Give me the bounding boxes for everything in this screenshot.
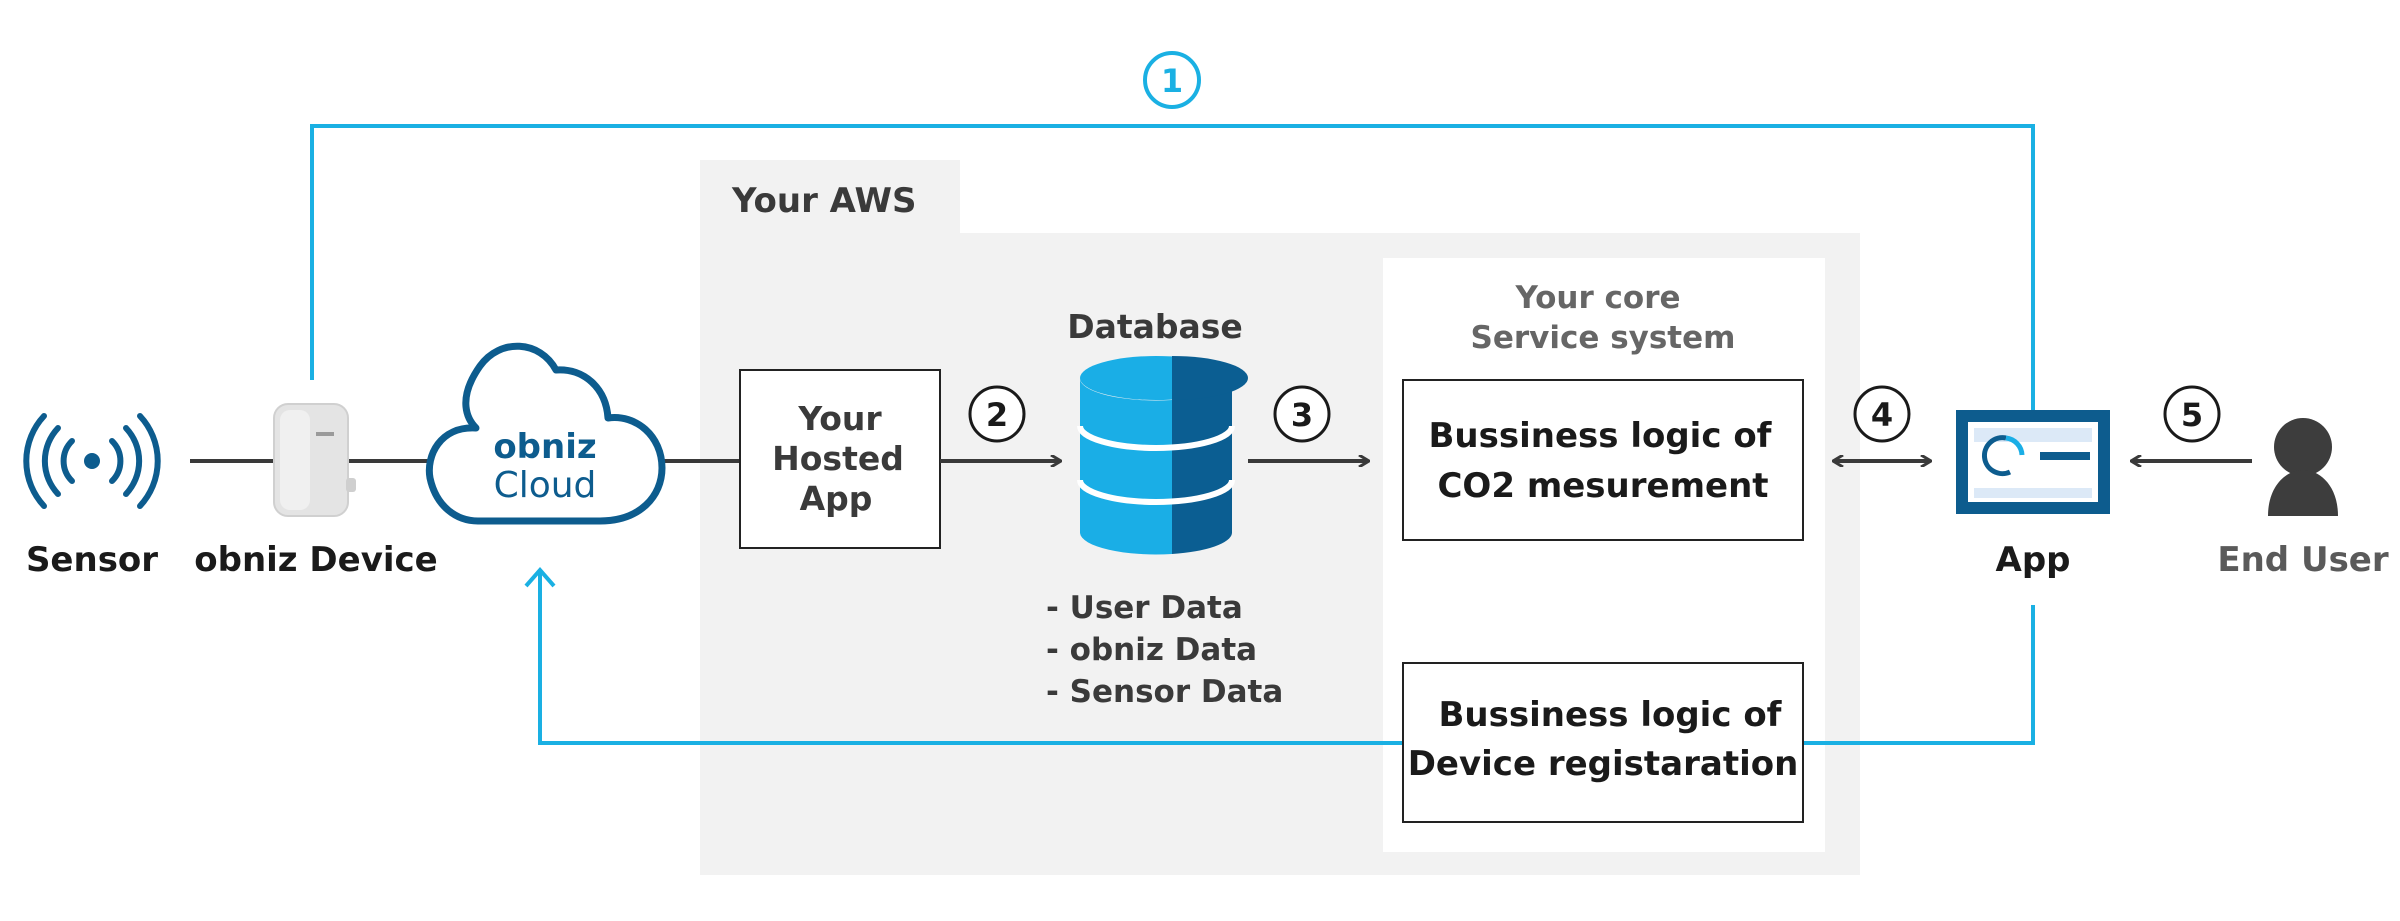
step-badge-2 bbox=[968, 385, 1026, 443]
device-logic-line1: Bussiness logic of bbox=[1439, 695, 1783, 735]
obniz-device-node: obniz Device bbox=[194, 403, 438, 580]
database-item-2: - obniz Data bbox=[1046, 632, 1257, 668]
hosted-app-line3: App bbox=[800, 479, 873, 518]
aws-label: Your AWS bbox=[731, 181, 916, 221]
sensor-node: Sensor bbox=[23, 413, 161, 580]
step-3-number: 3 bbox=[1291, 396, 1313, 434]
step-4-number: 4 bbox=[1871, 396, 1893, 434]
core-service-title-line1: Your core bbox=[1514, 280, 1680, 316]
cloud-label-obniz: obniz bbox=[493, 427, 596, 467]
flow-line-registration bbox=[524, 566, 2035, 745]
step-4-connector: 4 bbox=[1834, 385, 1930, 461]
database-item-3: - Sensor Data bbox=[1046, 674, 1283, 710]
step-5-connector: 5 bbox=[2132, 385, 2252, 461]
co2-logic-node: Bussiness logic of CO2 mesurement bbox=[1402, 379, 1804, 541]
hosted-app-node: Your Hosted App bbox=[739, 369, 941, 549]
database-item-1: - User Data bbox=[1046, 590, 1243, 626]
step-1-number: 1 bbox=[1161, 62, 1183, 100]
app-node: App bbox=[1956, 410, 2110, 580]
wireless-signal-icon bbox=[23, 413, 161, 509]
hosted-app-line2: Hosted bbox=[772, 439, 904, 478]
cloud-label-cloud: Cloud bbox=[494, 465, 597, 506]
step-2-number: 2 bbox=[986, 396, 1008, 434]
step-3-connector: 3 bbox=[1248, 385, 1368, 461]
hosted-app-line1: Your bbox=[797, 399, 882, 438]
step-badge-1 bbox=[1143, 51, 1201, 109]
step-badge-3 bbox=[1273, 385, 1331, 443]
app-dashboard-icon bbox=[1956, 410, 2110, 514]
obniz-device-icon bbox=[273, 403, 356, 517]
co2-logic-line2: CO2 mesurement bbox=[1437, 466, 1768, 506]
step-2-connector: 2 bbox=[940, 385, 1060, 461]
registration-arrowhead bbox=[524, 566, 556, 588]
co2-logic-line1: Bussiness logic of bbox=[1429, 416, 1773, 456]
step-badge-4 bbox=[1853, 385, 1911, 443]
device-label: obniz Device bbox=[194, 540, 438, 580]
database-node: Database - User Data - obniz Data - Sens… bbox=[1046, 307, 1283, 710]
step-5-number: 5 bbox=[2181, 396, 2203, 434]
database-icon bbox=[1077, 356, 1248, 555]
device-logic-line2: Device registaration bbox=[1408, 744, 1799, 784]
database-title: Database bbox=[1067, 307, 1243, 346]
sensor-label: Sensor bbox=[26, 540, 158, 580]
core-service-title-line2: Service system bbox=[1471, 320, 1736, 356]
device-registration-logic-node: Bussiness logic of Device registaration bbox=[1402, 662, 1804, 823]
flow-line-1: 1 bbox=[310, 51, 2035, 410]
end-user-node: End User bbox=[2217, 418, 2389, 580]
end-user-label: End User bbox=[2217, 540, 2389, 580]
obniz-cloud-node: obniz Cloud bbox=[425, 342, 666, 525]
user-icon bbox=[2268, 418, 2338, 516]
cloud-icon bbox=[425, 342, 666, 525]
app-label: App bbox=[1996, 540, 2071, 580]
step-badge-5 bbox=[2163, 385, 2221, 443]
